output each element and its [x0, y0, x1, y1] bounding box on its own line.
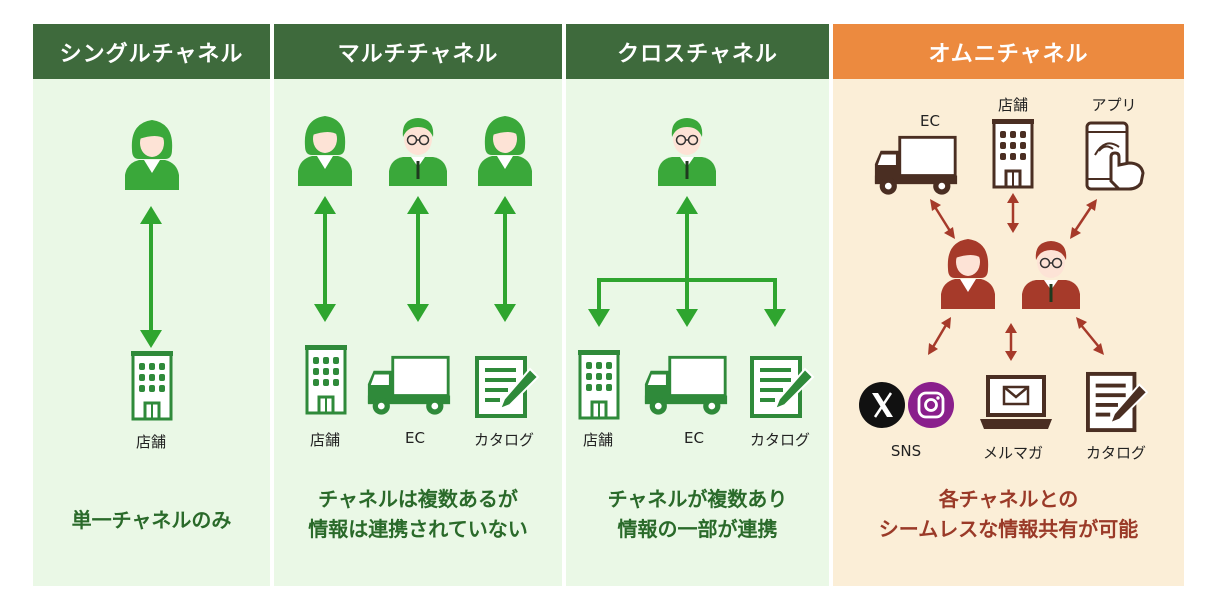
store-label: 店舗 — [135, 433, 167, 451]
cross-channel-illustration — [576, 117, 815, 420]
catalog-label: カタログ — [749, 431, 811, 449]
person-female-icon — [478, 116, 532, 186]
panel-title: クロスチャネル — [566, 24, 829, 79]
person-female-icon — [125, 120, 179, 190]
person-male-icon — [657, 117, 717, 186]
instagram-icon — [908, 382, 954, 428]
panel-body: 店舗 EC カタログ チャネルは複数あるが 情報は連携されていない — [274, 79, 562, 586]
branching-arrows — [588, 196, 786, 327]
catalog-label: カタログ — [1085, 444, 1147, 462]
store-label: 店舗 — [582, 431, 614, 449]
multi-channel-illustration — [298, 116, 540, 418]
x-logo-icon — [859, 382, 905, 428]
delivery-truck-icon — [643, 355, 729, 417]
panel-caption: 単一チャネルのみ — [71, 508, 232, 532]
panel-multi-channel: マルチチャネル 店舗 EC カタログ チャネルは複数 — [274, 24, 562, 586]
double-arrow — [407, 196, 429, 322]
double-arrow — [140, 206, 162, 348]
panel-single-channel: シングルチャネル 店舗 単一チャネルのみ — [33, 24, 270, 586]
panel-caption: チャネルが複数あり 情報の一部が連携 — [607, 487, 788, 541]
smartphone-app-icon — [1085, 121, 1145, 191]
person-female-icon — [298, 116, 352, 186]
double-arrow — [314, 196, 336, 322]
store-label: 店舗 — [997, 96, 1029, 114]
mail-magazine-label: メルマガ — [982, 444, 1044, 462]
ec-label: EC — [920, 112, 940, 130]
panel-body: EC 店舗 アプリ SNS メルマガ カタログ 各チャネルとの シームレスな情報… — [833, 79, 1184, 586]
store-building-icon — [990, 119, 1036, 189]
double-arrow — [1076, 317, 1104, 355]
panel-title: マルチチャネル — [274, 24, 562, 79]
delivery-truck-icon — [873, 135, 959, 197]
double-arrow — [930, 199, 955, 239]
panel-omni-channel: オムニチャネル — [833, 24, 1184, 586]
single-channel-illustration — [125, 120, 179, 421]
double-arrow — [1007, 193, 1019, 233]
delivery-truck-icon — [366, 355, 452, 417]
catalog-icon — [475, 356, 540, 418]
panel-title: オムニチャネル — [833, 24, 1184, 79]
ec-label: EC — [405, 429, 425, 447]
double-arrow — [494, 196, 516, 322]
double-arrow — [1005, 323, 1017, 361]
panel-body: 店舗 EC カタログ チャネルが複数あり 情報の一部が連携 — [566, 79, 829, 586]
sns-label: SNS — [890, 442, 922, 460]
panel-cross-channel: クロスチャネル 店舗 EC カタログ チャネルが複数あり 情報の一部が連携 — [566, 24, 829, 586]
omni-channel-illustration — [859, 119, 1149, 433]
app-label: アプリ — [1091, 96, 1137, 114]
person-female-icon — [941, 239, 995, 309]
laptop-mail-icon — [978, 375, 1054, 431]
store-building-icon — [576, 350, 622, 420]
person-male-icon — [1021, 240, 1081, 309]
double-arrow — [928, 317, 951, 355]
panel-title: シングルチャネル — [33, 24, 270, 79]
store-building-icon — [129, 351, 175, 421]
panel-caption: チャネルは複数あるが 情報は連携されていない — [308, 487, 528, 541]
store-building-icon — [303, 345, 349, 415]
ec-label: EC — [684, 429, 704, 447]
panel-body: 店舗 単一チャネルのみ — [33, 79, 270, 586]
catalog-icon — [1085, 371, 1149, 433]
person-male-icon — [388, 117, 448, 186]
store-label: 店舗 — [309, 431, 341, 449]
panel-caption: 各チャネルとの シームレスな情報共有が可能 — [878, 487, 1139, 541]
double-arrow — [1070, 199, 1097, 239]
catalog-label: カタログ — [473, 431, 535, 449]
catalog-icon — [750, 356, 815, 418]
